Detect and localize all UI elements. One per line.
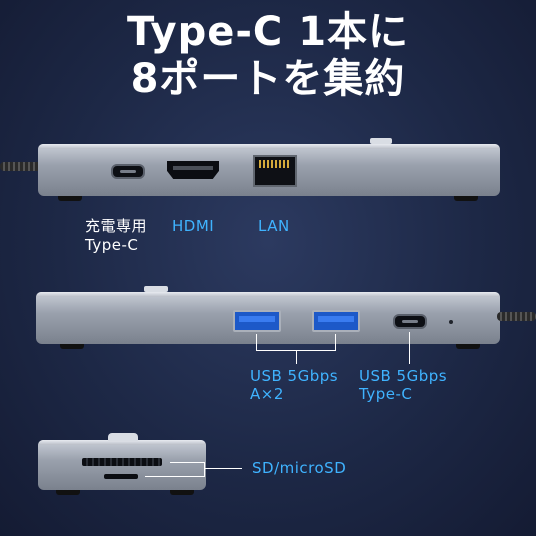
usbc-charge-port xyxy=(111,164,145,179)
hub-tab xyxy=(108,433,138,441)
hub-tab xyxy=(144,286,168,292)
connector-line xyxy=(204,468,242,469)
hub-foot xyxy=(58,196,82,201)
label-charge-line2: Type-C xyxy=(85,236,139,254)
sd-card-slot xyxy=(82,458,162,466)
label-usba-line1: USB 5Gbps xyxy=(250,367,339,385)
label-charge-line1: 充電専用 xyxy=(85,217,148,235)
connector-line xyxy=(335,334,336,350)
connector-line xyxy=(145,476,204,477)
label-lan: LAN xyxy=(258,217,290,235)
connector-line xyxy=(170,462,204,463)
title-line-1: Type-C 1本に xyxy=(126,9,410,55)
lan-port xyxy=(253,155,297,187)
hub-foot xyxy=(456,344,480,349)
connector-line xyxy=(409,332,410,364)
status-led xyxy=(449,320,453,324)
hub-foot xyxy=(454,196,478,201)
usb-cable-right xyxy=(497,312,536,321)
usb-cable-left xyxy=(0,162,42,171)
hdmi-port xyxy=(167,161,219,179)
label-hdmi: HDMI xyxy=(172,217,215,235)
hub-foot xyxy=(56,490,80,495)
connector-line xyxy=(296,350,297,364)
label-sd: SD/microSD xyxy=(252,459,347,477)
connector-line xyxy=(256,334,257,350)
hub-tab xyxy=(370,138,392,144)
microsd-card-slot xyxy=(104,474,138,479)
hub-foot xyxy=(170,490,194,495)
usba-port-1 xyxy=(233,310,281,332)
label-usba-line2: A×2 xyxy=(250,385,284,403)
connector-line xyxy=(204,462,205,477)
usba-port-2 xyxy=(312,310,360,332)
hub-foot xyxy=(60,344,84,349)
usbc-data-port xyxy=(393,314,427,329)
label-usbc-line2: Type-C xyxy=(359,385,413,403)
label-usbc-line1: USB 5Gbps xyxy=(359,367,448,385)
title-line-2: 8ポートを集約 xyxy=(130,56,406,102)
